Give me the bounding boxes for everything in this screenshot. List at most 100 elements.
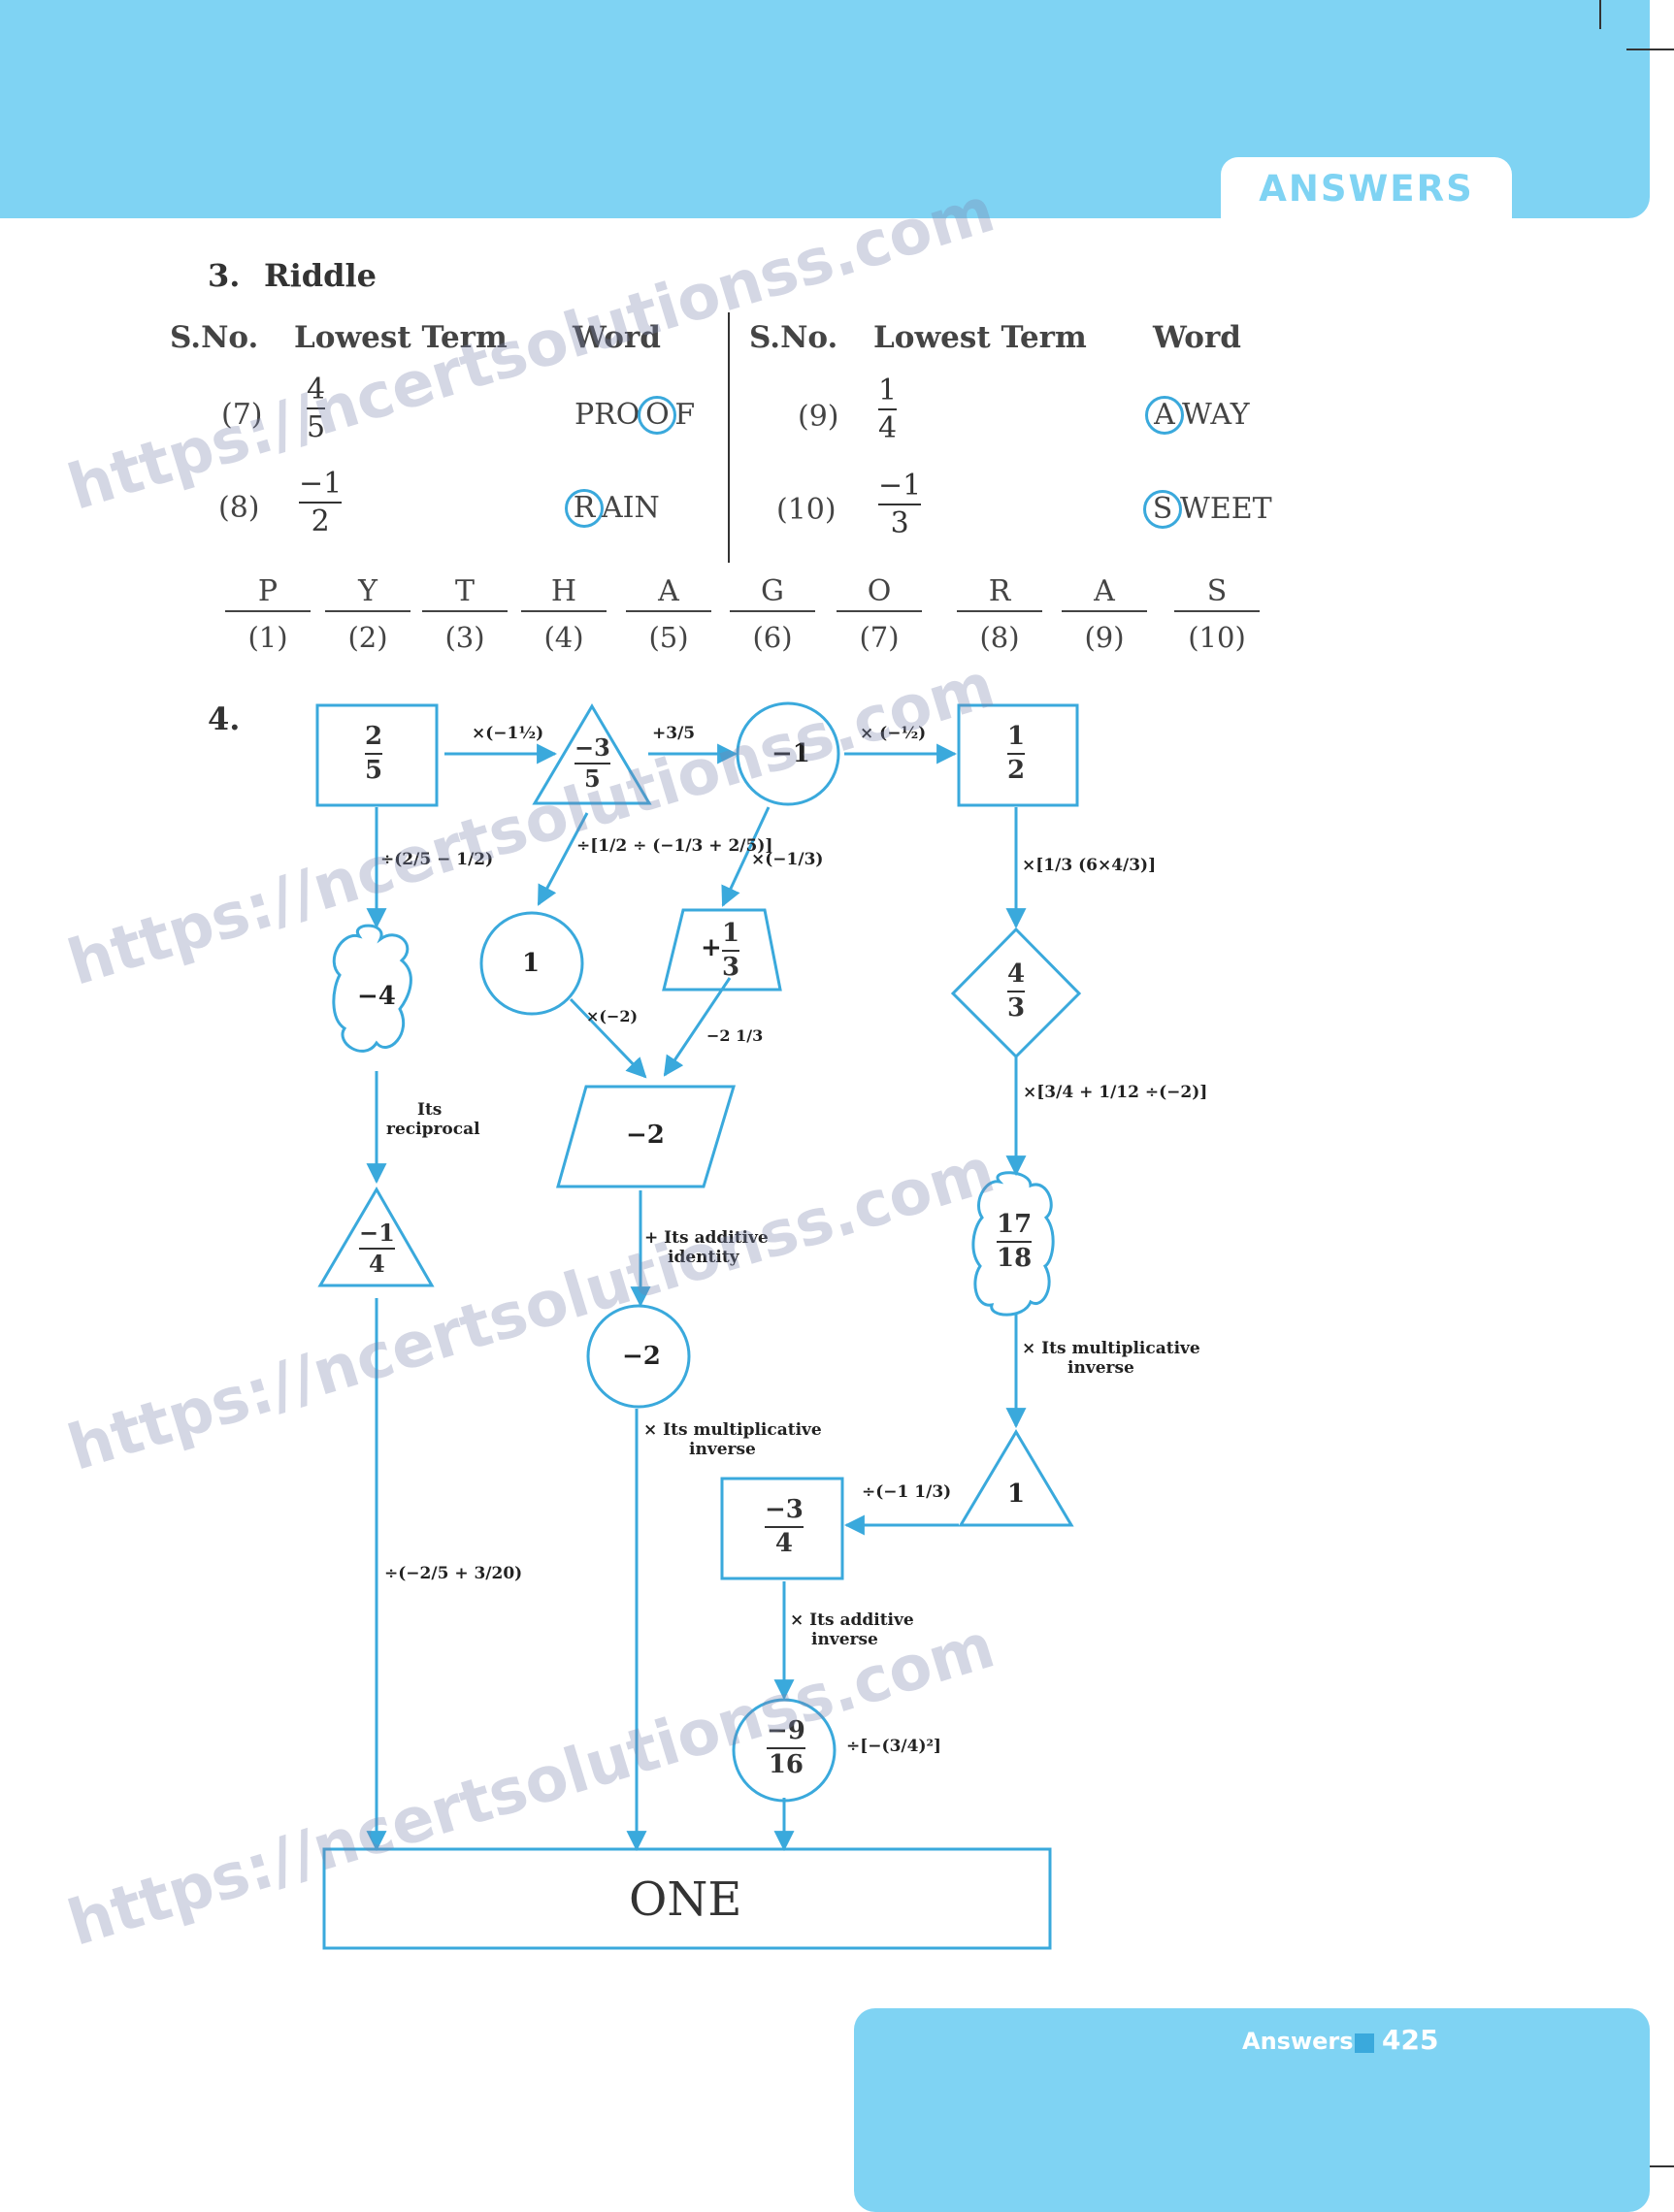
end-label: ONE bbox=[629, 1872, 742, 1927]
footer-band bbox=[854, 2008, 1650, 2212]
fraction-numerator: 4 bbox=[1007, 960, 1026, 989]
circle-node bbox=[586, 1304, 691, 1409]
col-header-word-2: Word bbox=[1153, 320, 1241, 355]
fraction-numerator: 1 bbox=[878, 374, 898, 407]
arrow bbox=[537, 812, 589, 906]
fraction-numerator: 2 bbox=[365, 722, 383, 751]
fraction-numerator: 17 bbox=[997, 1210, 1033, 1239]
node-value: −4 bbox=[357, 982, 396, 1011]
arrow bbox=[663, 977, 732, 1077]
circled-letter: R bbox=[565, 489, 604, 528]
operation-label: ÷[1/2 ÷ (−1/3 + 2/5)] bbox=[576, 836, 773, 856]
letter-number: (3) bbox=[444, 621, 485, 654]
operation-label: +3/5 bbox=[652, 724, 696, 743]
cloud-node bbox=[332, 924, 412, 1053]
crop-mark bbox=[1626, 49, 1674, 50]
col-header-sno: S.No. bbox=[170, 320, 259, 355]
node-sign: + bbox=[701, 933, 722, 962]
col-header-word: Word bbox=[573, 320, 661, 355]
answer-letter: S bbox=[1174, 574, 1260, 612]
fraction-numerator: −1 bbox=[878, 469, 922, 503]
riddle-sno: (7) bbox=[221, 398, 263, 432]
fraction-denominator: 3 bbox=[1007, 992, 1026, 1023]
node-value: 1 bbox=[1007, 1480, 1026, 1509]
circled-letter: O bbox=[638, 396, 677, 435]
letter-number: (4) bbox=[543, 621, 584, 654]
word-part: AIN bbox=[602, 491, 660, 525]
answers-tab-label: ANSWERS bbox=[1259, 168, 1474, 210]
operation-label: + Its additive bbox=[644, 1228, 769, 1248]
circled-letter: S bbox=[1143, 490, 1182, 529]
operation-label: ×(−2) bbox=[586, 1007, 639, 1025]
letter-number: (7) bbox=[859, 621, 900, 654]
crop-mark bbox=[1626, 2165, 1674, 2167]
operation-label: inverse bbox=[689, 1440, 756, 1459]
operation-label: Its bbox=[417, 1100, 443, 1120]
circled-letter: A bbox=[1145, 396, 1184, 435]
answer-letter: G bbox=[730, 574, 815, 612]
operation-label: × Its additive bbox=[790, 1610, 914, 1630]
riddle-sno: (8) bbox=[218, 491, 260, 525]
footer-square bbox=[1355, 2033, 1374, 2053]
fraction-denominator: 18 bbox=[997, 1243, 1033, 1273]
node-value: −2 bbox=[626, 1121, 665, 1150]
half-box bbox=[957, 703, 1079, 807]
circle-node bbox=[732, 1698, 837, 1803]
circle-node bbox=[479, 911, 584, 1016]
letter-number: (2) bbox=[347, 621, 388, 654]
operation-label: inverse bbox=[811, 1630, 878, 1649]
fraction-numerator: −1 bbox=[359, 1219, 395, 1247]
fraction-denominator: 5 bbox=[307, 410, 326, 444]
fraction-numerator: 4 bbox=[307, 373, 326, 407]
operation-label: ÷[−(3/4)²] bbox=[846, 1737, 941, 1756]
col-header-sno-2: S.No. bbox=[749, 320, 838, 355]
box-node bbox=[720, 1477, 844, 1580]
letter-number: (5) bbox=[648, 621, 689, 654]
word-part: F bbox=[674, 398, 696, 432]
fraction-denominator: 4 bbox=[774, 1528, 793, 1558]
diamond-node bbox=[950, 927, 1082, 1059]
fraction-denominator: 4 bbox=[369, 1250, 385, 1279]
operation-label: ÷(−2/5 + 3/20) bbox=[384, 1564, 523, 1583]
fraction-numerator: 1 bbox=[722, 919, 740, 948]
riddle-sno: (9) bbox=[798, 400, 839, 434]
answer-letter: A bbox=[1062, 574, 1147, 612]
letter-number: (8) bbox=[979, 621, 1020, 654]
operation-label: inverse bbox=[1067, 1358, 1134, 1378]
fraction-numerator: −9 bbox=[767, 1716, 805, 1745]
answer-letter: T bbox=[422, 574, 508, 612]
operation-label: identity bbox=[668, 1248, 739, 1267]
node-value: 1 bbox=[522, 949, 541, 978]
arrow bbox=[721, 806, 771, 907]
q3-number: 3. bbox=[208, 257, 241, 294]
riddle-sno: (10) bbox=[776, 493, 837, 527]
trapezoid-node bbox=[662, 908, 782, 992]
triangle-node bbox=[317, 1187, 435, 1287]
operation-label: × Its multiplicative bbox=[643, 1420, 822, 1440]
q3-title: Riddle bbox=[264, 257, 377, 294]
fraction-denominator: 2 bbox=[311, 504, 330, 538]
word-part: WAY bbox=[1182, 398, 1250, 432]
letter-number: (6) bbox=[752, 621, 793, 654]
operation-label: −2 1/3 bbox=[706, 1026, 764, 1045]
fraction-numerator: −1 bbox=[299, 467, 343, 501]
cloud-node bbox=[971, 1171, 1055, 1317]
operation-label: × (−½) bbox=[860, 724, 927, 743]
answer-letter: P bbox=[225, 574, 311, 612]
footer-label: Answers bbox=[1242, 2028, 1354, 2055]
q4-number: 4. bbox=[208, 700, 241, 737]
